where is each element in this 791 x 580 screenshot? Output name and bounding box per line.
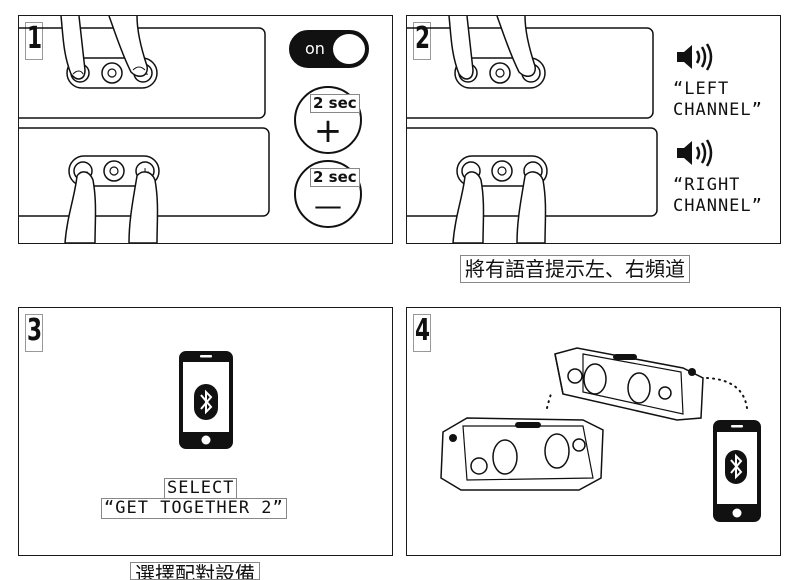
speaker-top-illustration: + − − +: [19, 16, 270, 243]
step-number-frame: [25, 314, 43, 352]
plus-icon: +: [313, 111, 343, 151]
step-number-frame: [25, 22, 43, 60]
bluetooth-icon: [194, 384, 218, 420]
right-channel-label: “RIGHT CHANNEL”: [673, 175, 763, 216]
step-number-frame: [413, 22, 431, 60]
toggle-label: on: [305, 39, 325, 58]
toggle-knob: [331, 32, 367, 66]
paired-speakers-illustration: [440, 347, 761, 522]
power-toggle[interactable]: on: [289, 30, 369, 68]
device-name-label: “GET TOGETHER 2”: [101, 498, 287, 519]
step-number-frame: [413, 314, 431, 352]
hold-duration-label: 2 sec: [310, 168, 360, 187]
step-2-panel: 2 “LEFT CHANNEL” “RIGHT CHANNEL”: [406, 15, 781, 244]
speaker-channel-illustration: [407, 16, 658, 243]
left-channel-label: “LEFT CHANNEL”: [673, 79, 763, 120]
select-label: SELECT: [164, 478, 238, 499]
step-3-caption: 選擇配對設備: [130, 562, 260, 580]
volume-minus-button[interactable]: 2 sec —: [294, 160, 362, 228]
volume-plus-button[interactable]: 2 sec +: [294, 86, 362, 154]
speaker-sound-icon: [677, 139, 713, 167]
step-3-panel: 3 SELECT “GET TOGETHER 2”: [18, 307, 393, 556]
step-number: 3: [27, 313, 43, 348]
smartphone-icon[interactable]: [178, 350, 234, 450]
step-number: 1: [27, 21, 43, 56]
step-1-panel: 1 + − − + on 2 sec +: [18, 15, 393, 244]
step-number: 2: [415, 21, 431, 56]
step-2-caption: 將有語音提示左、右頻道: [460, 255, 690, 283]
speaker-sound-icon: [677, 43, 713, 71]
step-4-panel: 4: [406, 307, 781, 556]
hold-duration-label: 2 sec: [310, 94, 360, 113]
minus-icon: —: [314, 189, 342, 222]
step-number: 4: [415, 313, 431, 348]
